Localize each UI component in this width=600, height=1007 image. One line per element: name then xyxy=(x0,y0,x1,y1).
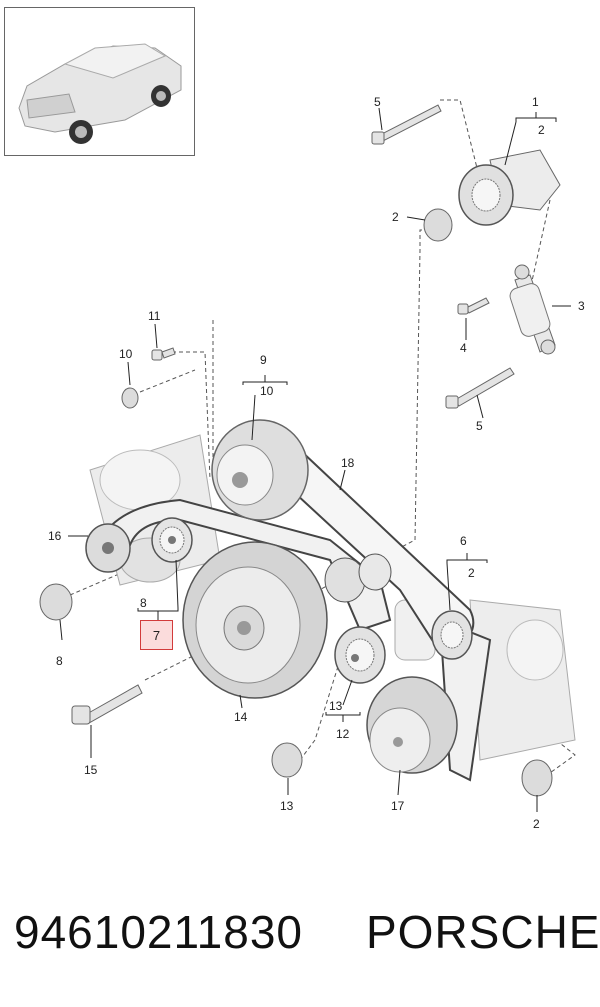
tensioner-1 xyxy=(458,149,561,226)
callout-17: 17 xyxy=(391,799,405,813)
callout-labels: 1 2 5 2 3 4 5 11 10 9 10 18 16 6 2 8 8 1… xyxy=(48,95,585,831)
callout-2-cover: 2 xyxy=(392,210,399,224)
callout-4: 4 xyxy=(460,341,467,355)
damper-3 xyxy=(509,264,556,355)
pulley-16 xyxy=(85,523,131,573)
callout-11: 11 xyxy=(148,309,161,323)
callout-2-upper: 2 xyxy=(538,123,545,137)
vehicle-thumbnail xyxy=(4,7,195,156)
highlighted-part-label: 7 xyxy=(152,627,161,643)
pulley-9 xyxy=(211,419,309,521)
callout-2-six: 2 xyxy=(468,566,475,580)
callout-leaders xyxy=(59,107,571,812)
callout-9: 9 xyxy=(260,353,267,367)
callout-16: 16 xyxy=(48,529,62,543)
belt-lower xyxy=(98,498,392,632)
idler-pulley-center xyxy=(324,553,392,603)
callout-13-bracket: 13 xyxy=(329,699,343,713)
highlighted-part-7[interactable]: 7 xyxy=(140,620,173,650)
covers xyxy=(39,208,553,797)
callout-10-cap: 10 xyxy=(119,347,133,361)
crank-pulley-14 xyxy=(182,541,328,699)
callout-14: 14 xyxy=(234,710,248,724)
callout-5-upper: 5 xyxy=(374,95,381,109)
brand-name: PORSCHE xyxy=(366,906,600,958)
callout-1: 1 xyxy=(532,95,539,109)
callout-2-lower: 2 xyxy=(533,817,540,831)
callout-5-lower: 5 xyxy=(476,419,483,433)
callout-10: 10 xyxy=(260,384,274,398)
bolts xyxy=(71,104,515,725)
callout-8-bracket: 8 xyxy=(140,596,147,610)
car-icon xyxy=(18,43,182,144)
idler-pulley-12 xyxy=(334,626,386,684)
part-number: 94610211830 xyxy=(14,906,303,958)
callout-15: 15 xyxy=(84,763,98,777)
idler-pulley-7 xyxy=(151,517,193,563)
callout-18: 18 xyxy=(341,456,355,470)
pulley-17 xyxy=(366,676,458,774)
exploded-view: 1 2 5 2 3 4 5 11 10 9 10 18 16 6 2 8 8 1… xyxy=(39,95,585,831)
idler-pulley-6 xyxy=(431,610,473,660)
callout-13: 13 xyxy=(280,799,294,813)
callout-8: 8 xyxy=(56,654,63,668)
callout-6: 6 xyxy=(460,534,467,548)
callout-3: 3 xyxy=(578,299,585,313)
footer: 94610211830 PORSCHE xyxy=(0,895,600,975)
callout-12: 12 xyxy=(336,727,350,741)
